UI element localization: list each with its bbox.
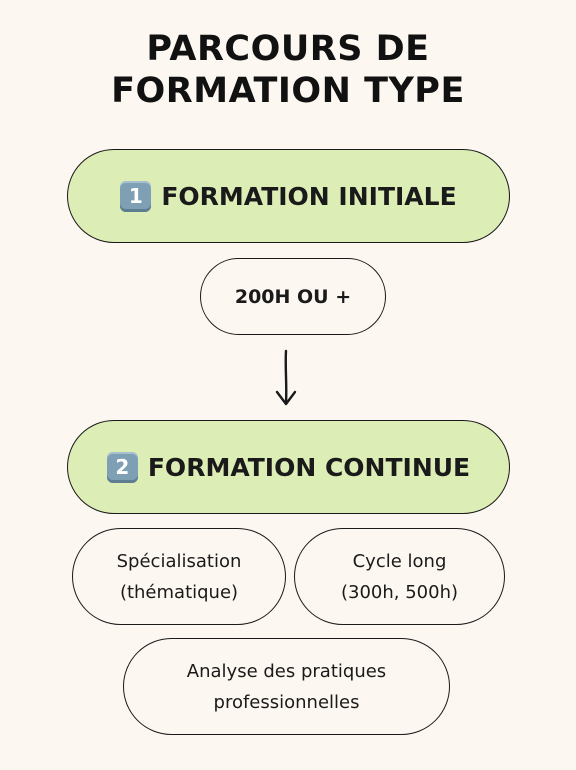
formation-initiale-label: FORMATION INITIALE [161, 181, 457, 211]
specialisation-line-1: Spécialisation [116, 550, 242, 572]
analyse-line-2: professionnelles [213, 691, 360, 713]
cycle-long-line-1: Cycle long [352, 550, 447, 572]
keycap-2-icon: 2 [106, 451, 138, 483]
hours-label: 200H OU + [234, 285, 352, 308]
formation-continue-label: FORMATION CONTINUE [147, 452, 471, 482]
page-title: PARCOURS DE FORMATION TYPE [0, 28, 576, 112]
title-line-2: FORMATION TYPE [111, 71, 465, 111]
analyse-pratiques-node: Analyse des pratiques professionnelles [123, 638, 450, 735]
arrow-down-icon [275, 349, 297, 406]
formation-initiale-node: 1 FORMATION INITIALE [67, 149, 510, 243]
formation-continue-node: 2 FORMATION CONTINUE [67, 420, 510, 514]
title-line-1: PARCOURS DE [146, 29, 430, 69]
keycap-1-icon: 1 [120, 180, 152, 212]
hours-node: 200H OU + [200, 258, 386, 335]
specialisation-line-2: (thématique) [119, 581, 239, 603]
cycle-long-node: Cycle long (300h, 500h) [294, 528, 505, 625]
cycle-long-line-2: (300h, 500h) [340, 581, 459, 603]
specialisation-node: Spécialisation (thématique) [72, 528, 286, 625]
analyse-line-1: Analyse des pratiques [186, 660, 387, 682]
